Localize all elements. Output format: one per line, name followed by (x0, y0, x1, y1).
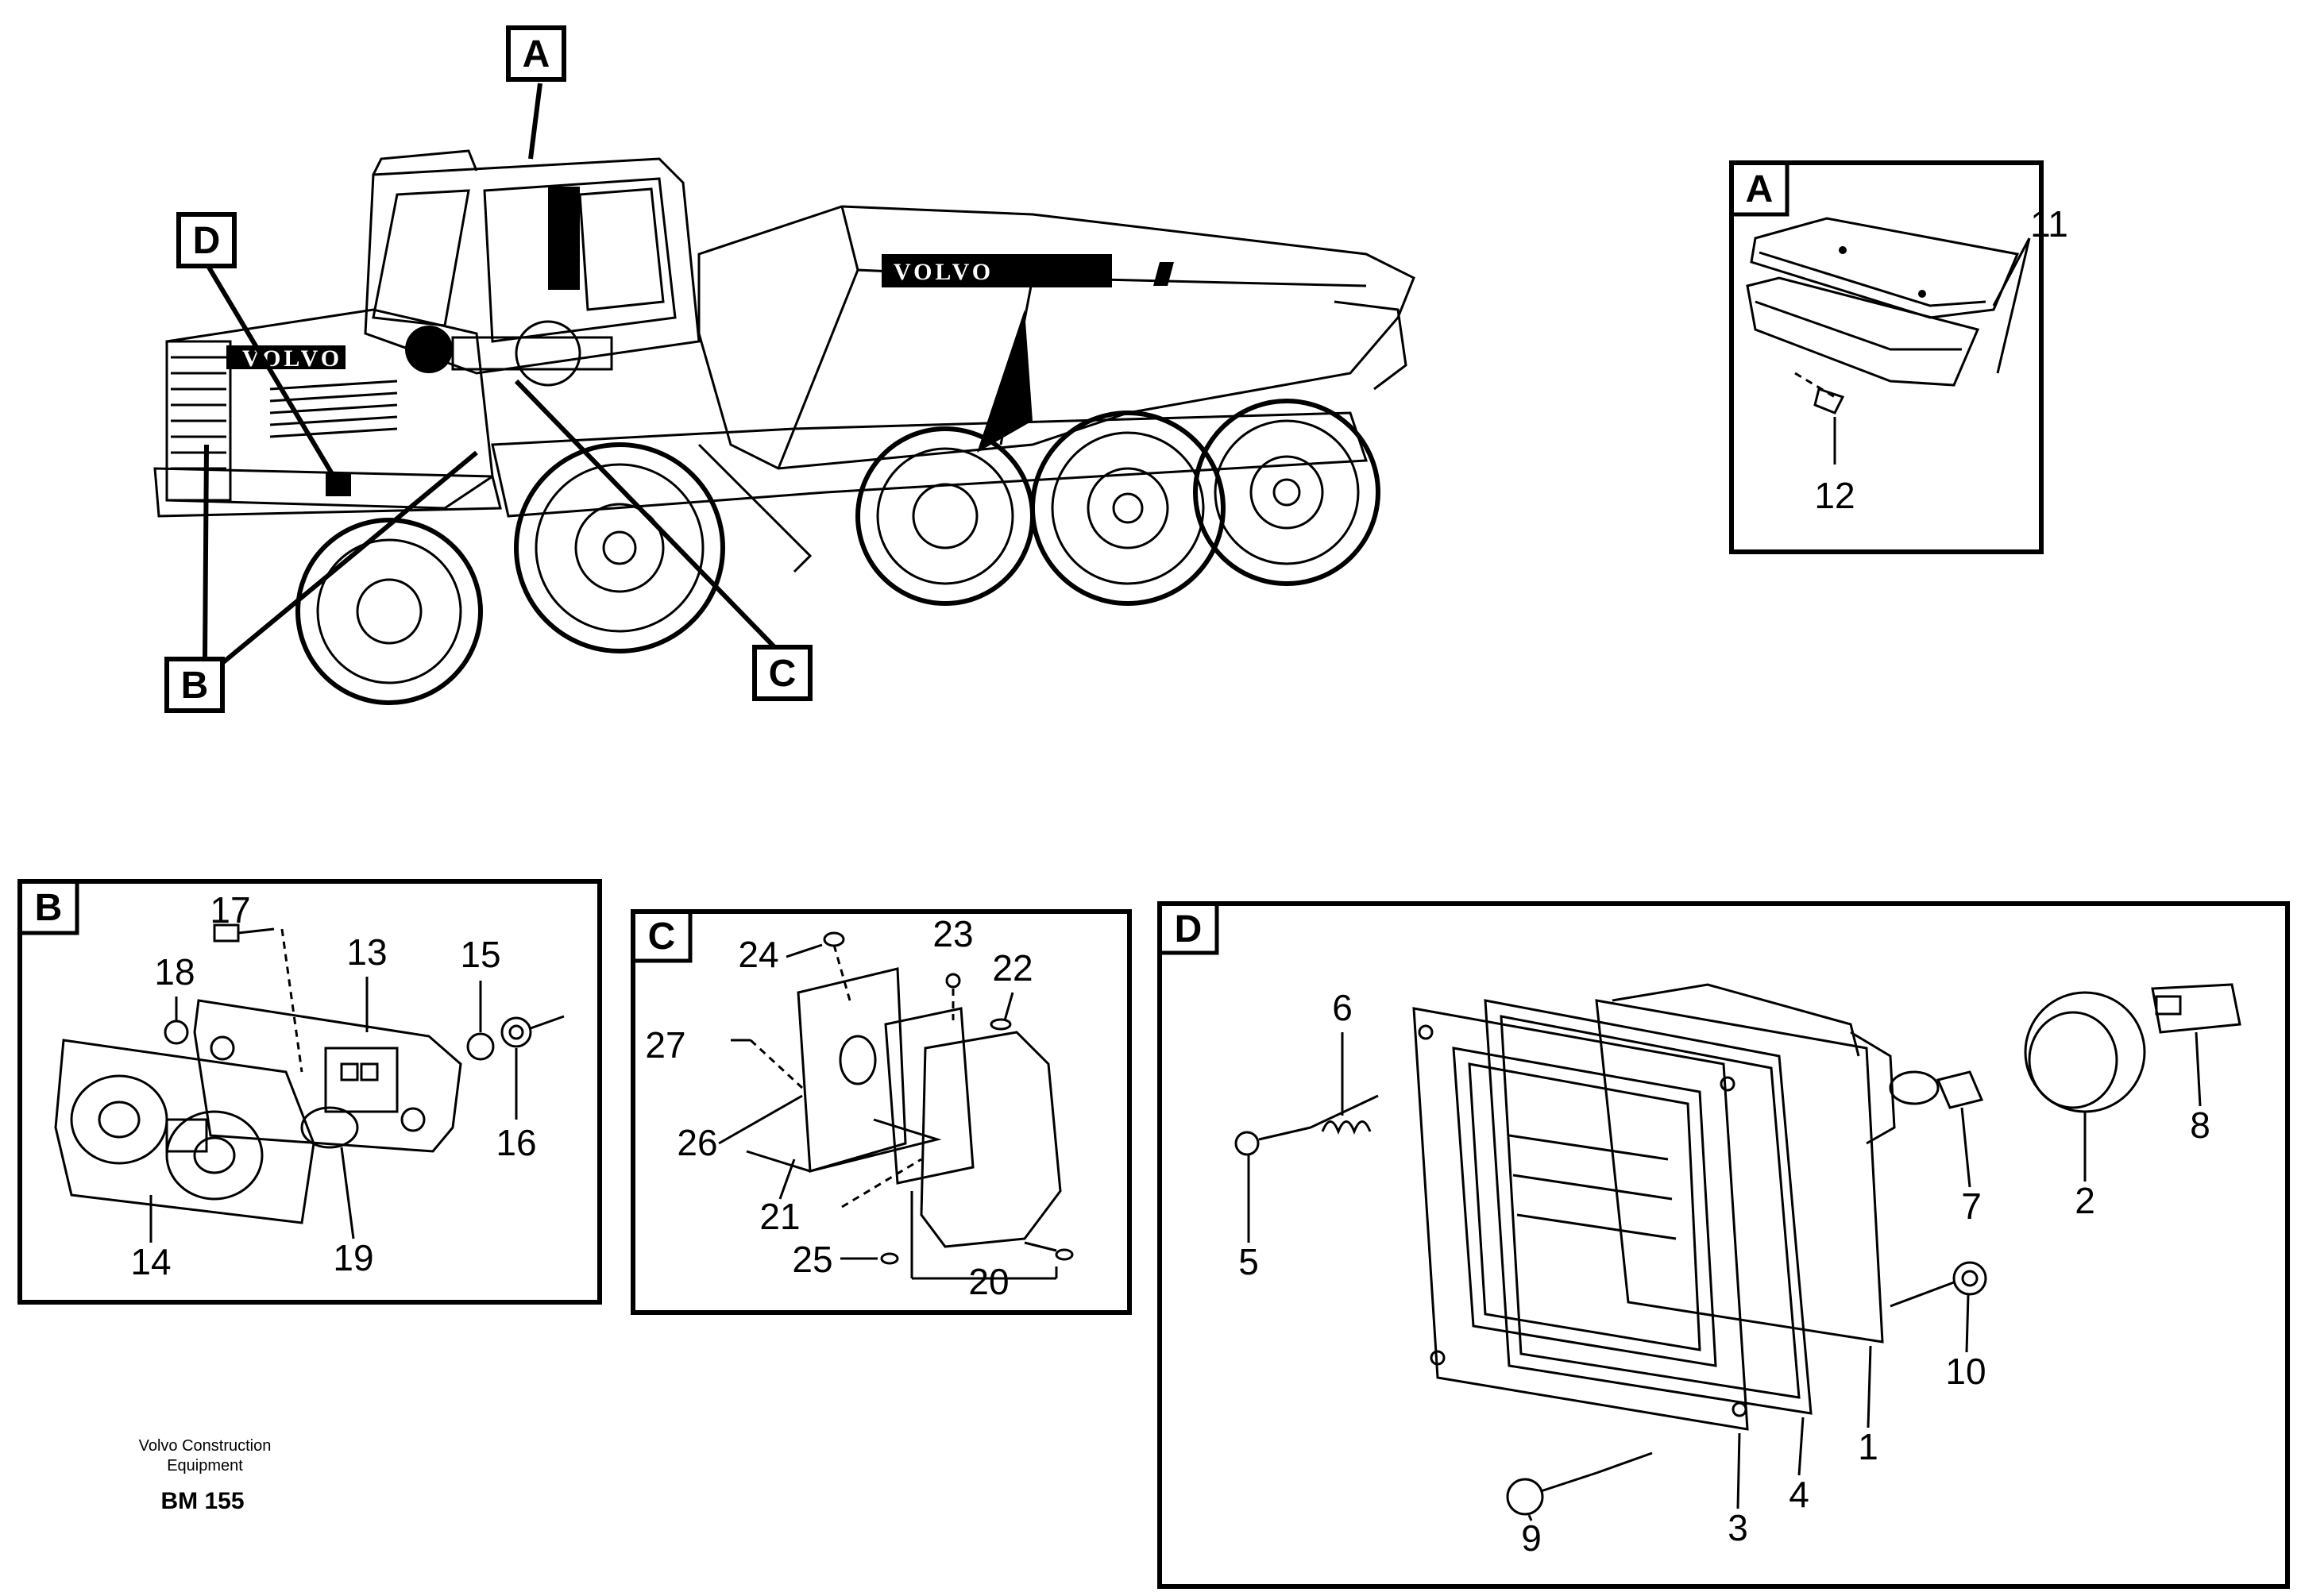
rear-wheel-2 (1030, 411, 1226, 606)
front-wheel (295, 518, 483, 705)
panel-d-label-2: 2 (2075, 1180, 2095, 1221)
panel-c-label-20: 20 (968, 1261, 1009, 1302)
panel-b-label-13: 13 (346, 931, 387, 973)
panel-d-label-7: 7 (1961, 1185, 1982, 1227)
panel-b: B 17 18 13 15 16 14 (17, 879, 602, 1305)
panel-d-label-9: 9 (1521, 1517, 1542, 1559)
panel-d-label-5: 5 (1238, 1241, 1259, 1282)
panel-d-label-10: 10 (1945, 1351, 1986, 1392)
rear-wheel-3 (1193, 399, 1380, 586)
panel-b-label-17: 17 (210, 889, 250, 931)
panel-a-label-11: 11 (2030, 203, 2068, 245)
panel-b-label-19: 19 (333, 1237, 373, 1278)
panel-b-label-18: 18 (154, 951, 195, 993)
footer-company-line2: Equipment (167, 1457, 243, 1475)
footer-company-line1: Volvo Construction (139, 1437, 272, 1455)
panel-d-label-8: 8 (2190, 1104, 2210, 1146)
footer: Volvo Construction Equipment BM 155 (139, 1437, 272, 1514)
panel-c-title: C (648, 916, 676, 958)
panel-d-label-6: 6 (1332, 987, 1353, 1028)
panel-c-label-26: 26 (677, 1122, 717, 1163)
panel-c-label-23: 23 (932, 913, 973, 954)
panel-d-label-4: 4 (1789, 1474, 1809, 1515)
callout-c: C (752, 645, 813, 701)
footer-diagram-code: BM 155 (160, 1488, 244, 1514)
panel-c-label-24: 24 (738, 934, 778, 975)
callout-d-label: D (193, 220, 221, 262)
front-wheel-2 (514, 442, 725, 653)
panel-a: A 11 12 (1729, 160, 2068, 554)
body-brand-text: VOLVO (894, 259, 994, 285)
panel-c-label-27: 27 (645, 1024, 685, 1066)
panel-c-label-25: 25 (792, 1239, 832, 1280)
callout-b-label: B (181, 665, 209, 707)
callout-d: D (176, 212, 237, 268)
panel-d-label-1: 1 (1858, 1426, 1878, 1467)
callout-a-label: A (523, 33, 550, 75)
panel-c-label-22: 22 (992, 947, 1033, 989)
panel-c: C 24 23 22 27 26 21 25 20 (631, 909, 1132, 1315)
panel-b-title: B (35, 887, 63, 929)
rear-wheel-1 (855, 426, 1035, 606)
panel-a-title: A (1746, 168, 1774, 210)
callout-c-label: C (769, 653, 797, 695)
articulated-hauler-illustration: VOLVO VOLVO (153, 83, 1415, 705)
callout-a: A (506, 25, 566, 82)
panel-b-label-15: 15 (460, 934, 500, 975)
callout-b: B (164, 657, 225, 713)
panel-d: D (1157, 901, 2290, 1589)
panel-d-title: D (1175, 908, 1203, 950)
panel-d-label-3: 3 (1728, 1507, 1748, 1548)
panel-b-label-14: 14 (130, 1241, 171, 1282)
panel-c-label-21: 21 (759, 1196, 800, 1237)
panel-b-label-16: 16 (496, 1122, 536, 1163)
panel-a-label-12: 12 (1814, 475, 1855, 516)
